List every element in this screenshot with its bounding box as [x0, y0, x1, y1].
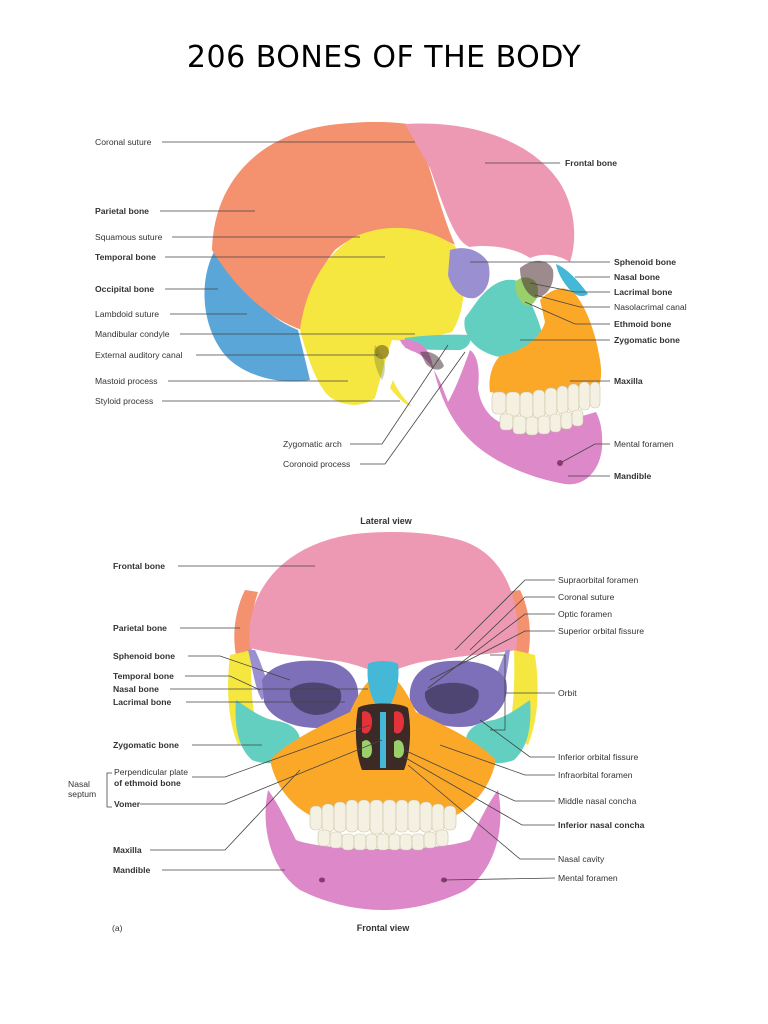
label-ethmoid-bone: Ethmoid bone [614, 319, 672, 329]
lateral-mental-foramen-dot [557, 460, 563, 466]
label-mandible: Mandible [113, 865, 150, 875]
frontal-skull [228, 532, 538, 910]
frontal-left-leaders [106, 565, 383, 871]
frontal-view-caption: Frontal view [357, 923, 411, 933]
label-coronoid-process: Coronoid process [283, 459, 350, 469]
label-parietal-bone: Parietal bone [95, 206, 149, 216]
lateral-mandible [400, 339, 603, 485]
label-zygomatic-arch: Zygomatic arch [283, 439, 342, 449]
label-of-ethmoid-bone: of ethmoid bone [114, 778, 181, 788]
label-vomer: Vomer [114, 799, 141, 809]
frontal-left-zygomatic [235, 700, 301, 764]
label-lambdoid-suture: Lambdoid suture [95, 309, 159, 319]
frontal-lower-teeth [317, 829, 449, 851]
label-frontal-bone: Frontal bone [565, 158, 617, 168]
label-frontal-bone: Frontal bone [113, 561, 165, 571]
label-mandible: Mandible [614, 471, 651, 481]
lateral-frontal-bone [405, 123, 575, 263]
frontal-upper-teeth [309, 799, 457, 835]
lateral-lower-teeth [499, 409, 584, 436]
lateral-temporal-bone [300, 227, 464, 405]
lateral-right-label-group: Frontal bone Sphenoid bone Nasal bone La… [565, 158, 687, 481]
label-middle-nasal-concha: Middle nasal concha [558, 796, 637, 806]
label-sphenoid-bone: Sphenoid bone [614, 257, 676, 267]
label-nasal-bone: Nasal bone [614, 272, 660, 282]
lateral-occipital-bone [204, 245, 310, 382]
label-nasal-septum-line1: Nasal [68, 779, 90, 789]
label-perpendicular-plate: Perpendicular plate [114, 767, 188, 777]
frontal-nasal-bone [367, 661, 399, 705]
label-temporal-bone: Temporal bone [113, 671, 174, 681]
lateral-maxilla [489, 288, 602, 397]
frontal-right-leaders [403, 579, 556, 881]
label-nasolacrimal-canal: Nasolacrimal canal [614, 302, 687, 312]
label-inferior-orbital-fissure: Inferior orbital fissure [558, 752, 638, 762]
label-mental-foramen: Mental foramen [614, 439, 674, 449]
frontal-left-label-group: Frontal bone Parietal bone Sphenoid bone… [68, 561, 188, 875]
label-styloid-process: Styloid process [95, 396, 153, 406]
frontal-right-label-group: Supraorbital foramen Coronal suture Opti… [558, 575, 645, 883]
lateral-parietal-bone [212, 121, 455, 330]
label-external-auditory-canal: External auditory canal [95, 350, 183, 360]
frontal-vomer [380, 712, 386, 768]
lateral-right-leaders [470, 162, 610, 477]
label-parietal-bone: Parietal bone [113, 623, 167, 633]
lateral-left-label-group: Coronal suture Parietal bone Squamous su… [95, 137, 350, 469]
label-supraorbital-foramen: Supraorbital foramen [558, 575, 638, 585]
lateral-nasal-bone [556, 264, 588, 297]
label-nasal-septum-line2: septum [68, 789, 96, 799]
label-lacrimal-bone: Lacrimal bone [113, 697, 171, 707]
label-mental-foramen: Mental foramen [558, 873, 618, 883]
label-inferior-nasal-concha: Inferior nasal concha [558, 820, 645, 830]
label-mastoid-process: Mastoid process [95, 376, 158, 386]
lateral-external-auditory-canal [375, 345, 389, 359]
lateral-styloid-process [390, 380, 412, 406]
label-nasal-bone: Nasal bone [113, 684, 159, 694]
label-temporal-bone: Temporal bone [95, 252, 156, 262]
page-title: 206 BONES OF THE BODY [186, 40, 582, 75]
label-squamous-suture: Squamous suture [95, 232, 163, 242]
lateral-upper-teeth [491, 381, 601, 419]
label-optic-foramen: Optic foramen [558, 609, 612, 619]
label-nasal-cavity: Nasal cavity [558, 854, 605, 864]
label-infraorbital-foramen: Infraorbital foramen [558, 770, 633, 780]
lateral-sphenoid-bone [448, 248, 490, 299]
frontal-right-zygomatic [465, 700, 531, 764]
label-mandibular-condyle: Mandibular condyle [95, 329, 170, 339]
label-zygomatic-bone: Zygomatic bone [614, 335, 680, 345]
label-lacrimal-bone: Lacrimal bone [614, 287, 672, 297]
label-sphenoid-bone: Sphenoid bone [113, 651, 175, 661]
lateral-view-caption: Lateral view [360, 516, 413, 526]
label-maxilla: Maxilla [113, 845, 142, 855]
label-maxilla: Maxilla [614, 376, 643, 386]
label-occipital-bone: Occipital bone [95, 284, 154, 294]
frontal-frontal-bone [249, 532, 518, 675]
label-coronal-suture: Coronal suture [95, 137, 152, 147]
label-zygomatic-bone: Zygomatic bone [113, 740, 179, 750]
figure-tag: (a) [112, 923, 123, 933]
lateral-left-leaders [160, 141, 466, 465]
label-superior-orbital-fissure: Superior orbital fissure [558, 626, 644, 636]
label-coronal-suture: Coronal suture [558, 592, 615, 602]
label-orbit: Orbit [558, 688, 577, 698]
lateral-skull [204, 121, 603, 485]
